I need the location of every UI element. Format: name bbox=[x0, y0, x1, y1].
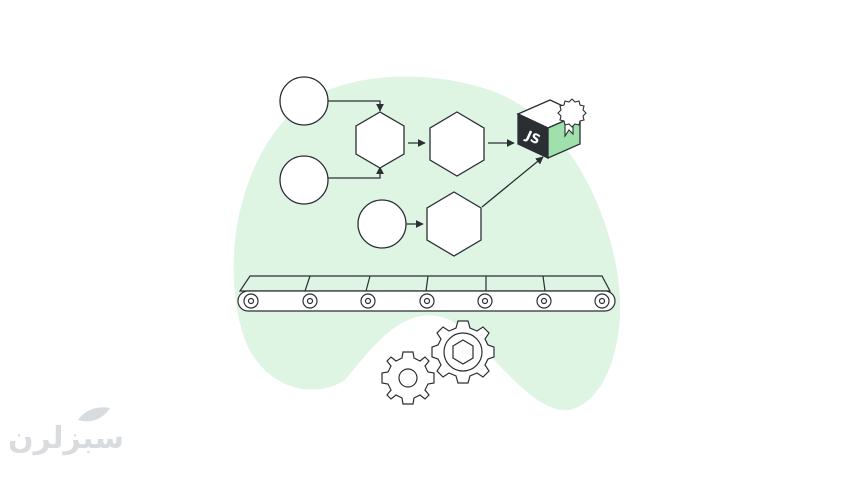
leaf-icon bbox=[78, 407, 110, 422]
js-badge-text: JS bbox=[522, 128, 542, 148]
hexagon-bolt-icon bbox=[452, 339, 474, 365]
connector-arrow bbox=[328, 166, 384, 179]
js-package-cube-icon: JS bbox=[516, 98, 587, 160]
watermark-text: سبزلرن bbox=[8, 421, 124, 456]
input-circle-icon bbox=[279, 76, 329, 126]
background-blob bbox=[233, 76, 620, 411]
connector-arrow bbox=[481, 156, 544, 208]
connector-arrow bbox=[328, 100, 384, 112]
input-circle-icon bbox=[357, 199, 407, 249]
input-circle-icon bbox=[279, 155, 329, 205]
conveyor-belt-icon bbox=[237, 275, 616, 312]
watermark-logo: سبزلرن bbox=[8, 407, 124, 456]
hexagon-node-icon bbox=[426, 191, 482, 257]
gear-icon bbox=[381, 351, 435, 405]
award-seal-icon bbox=[557, 98, 587, 128]
hexagon-node-icon bbox=[429, 111, 485, 177]
gear-icon bbox=[431, 320, 495, 384]
hexagon-node-icon bbox=[355, 111, 405, 169]
